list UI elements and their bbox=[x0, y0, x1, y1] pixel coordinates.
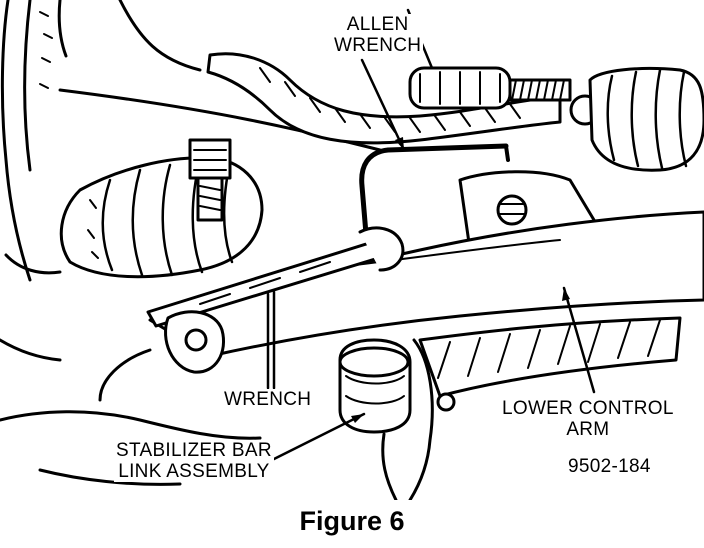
arrowhead-stabilizer-link bbox=[351, 414, 364, 423]
part-number-text: 9502-184 bbox=[568, 456, 651, 477]
bracket-bolt bbox=[496, 194, 528, 226]
leader-lower-control-arm bbox=[562, 286, 596, 394]
label-allen-wrench-line1: ALLEN bbox=[346, 14, 409, 35]
wheel-hub bbox=[0, 0, 68, 362]
leader-arrowheads bbox=[351, 137, 570, 423]
lower-arm-underside bbox=[418, 316, 682, 412]
upper-control-arm bbox=[206, 52, 562, 145]
label-stabilizer-link-line1: STABILIZER BAR bbox=[116, 440, 272, 461]
part-number: 9502-184 bbox=[566, 456, 653, 477]
cv-boot-left bbox=[59, 156, 264, 279]
body-upper-curve bbox=[118, 0, 202, 72]
label-wrench: WRENCH bbox=[222, 389, 314, 410]
label-stabilizer-link: STABILIZER BAR LINK ASSEMBLY bbox=[114, 440, 274, 482]
left-lower-curve bbox=[38, 468, 182, 486]
leader-stabilizer-link bbox=[266, 412, 366, 464]
allen-wrench-tool bbox=[359, 143, 510, 237]
label-wrench-text: WRENCH bbox=[224, 389, 312, 410]
leader-allen-wrench bbox=[360, 58, 406, 152]
wrench-tool bbox=[146, 226, 405, 328]
left-body-curve bbox=[0, 410, 262, 440]
label-allen-wrench: ALLEN WRENCH bbox=[332, 14, 424, 56]
label-lower-control-arm-line2: ARM bbox=[566, 419, 610, 440]
label-stabilizer-link-line2: LINK ASSEMBLY bbox=[118, 461, 270, 482]
suspension-line-drawing bbox=[0, 0, 704, 500]
cv-boot-right bbox=[588, 67, 704, 172]
label-allen-wrench-line2: WRENCH bbox=[334, 35, 422, 56]
figure-caption: Figure 6 bbox=[299, 506, 405, 536]
stud-nut bbox=[188, 138, 232, 222]
label-lower-control-arm-line1: LOWER CONTROL bbox=[502, 398, 674, 419]
stabilizer-link-grommet bbox=[338, 338, 434, 500]
link-upper-bushing bbox=[164, 310, 225, 374]
arrowhead-lower-control-arm bbox=[562, 288, 570, 301]
left-mount bbox=[98, 348, 152, 402]
arrowhead-allen-wrench bbox=[395, 137, 404, 150]
label-lower-control-arm: LOWER CONTROL ARM bbox=[500, 398, 676, 440]
